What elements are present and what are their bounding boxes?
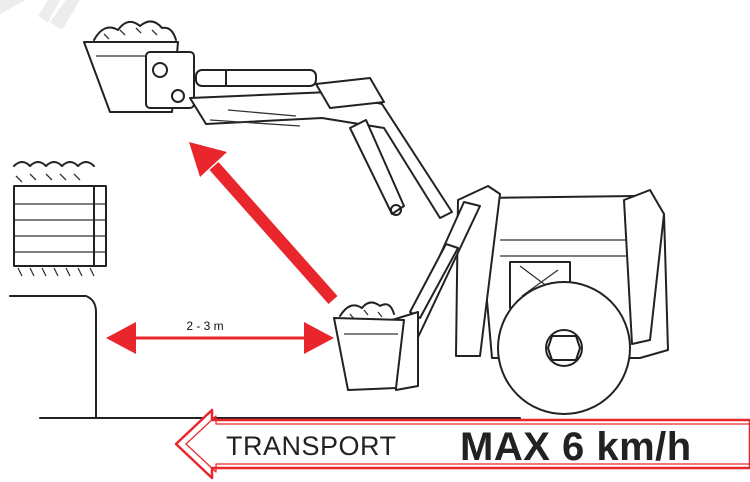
- trailer-bin: [13, 161, 107, 277]
- distance-label: 2 - 3 m: [186, 319, 223, 333]
- wall-line: [9, 295, 97, 419]
- transport-label: TRANSPORT: [226, 431, 397, 461]
- transport-banner-arrow: [174, 408, 750, 480]
- max-speed-label: MAX 6 km/h: [460, 425, 692, 469]
- distance-arrow: [106, 322, 334, 354]
- lowered-loader: [333, 201, 481, 391]
- tractor: [455, 185, 669, 415]
- lift-direction-arrow: [189, 142, 338, 304]
- raised-loader: [83, 20, 453, 219]
- corner-marks: [0, 0, 80, 30]
